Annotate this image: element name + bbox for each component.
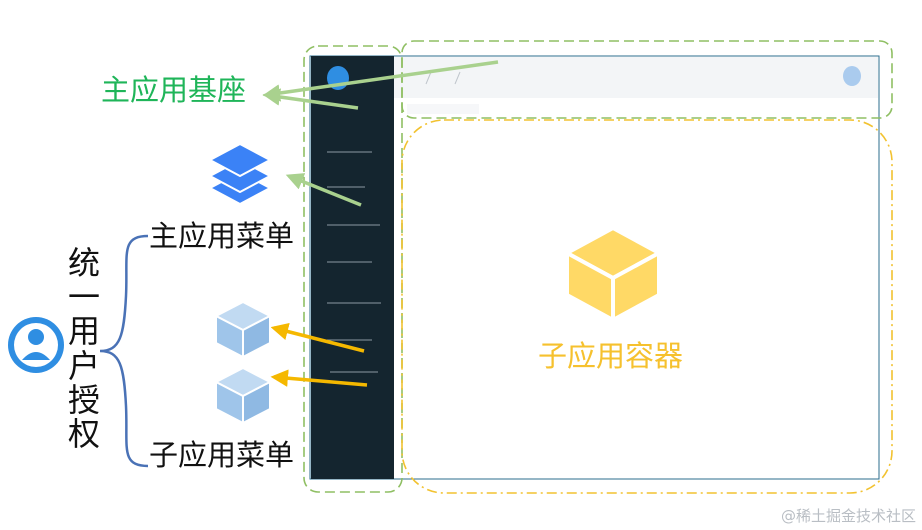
sub-app-container-label: 子应用容器: [538, 339, 684, 373]
header-avatar-dot: [843, 66, 861, 86]
arrow-to-sub-menu-upper: [270, 322, 365, 353]
user-avatar-icon: [8, 317, 64, 373]
grouping-brace: [99, 234, 149, 468]
header-tab-placeholder: [407, 104, 479, 114]
header-slash-2: [454, 71, 461, 85]
main-base-header-outline: [401, 40, 893, 119]
arrow-to-sub-menu-lower: [270, 369, 368, 387]
arrow-to-main-base-lower: [262, 88, 359, 110]
main-app-base-label: 主应用基座: [101, 73, 247, 107]
cube-icon: [215, 301, 271, 358]
layers-stack-icon: [209, 143, 271, 205]
sub-app-menu-label: 子应用菜单: [149, 438, 295, 472]
app-sidebar: [311, 56, 394, 479]
cube-icon: [565, 226, 661, 322]
main-app-menu-label: 主应用菜单: [149, 219, 295, 253]
watermark-text: @稀土掘金技术社区: [780, 507, 916, 525]
header-slash-1: [425, 71, 432, 85]
cube-icon: [215, 367, 271, 424]
app-header-bar: [394, 57, 878, 98]
sidebar-menu-lines: [327, 151, 381, 373]
sub-app-container-outline: [401, 119, 893, 494]
arrow-to-main-base-upper: [262, 60, 499, 102]
unified-user-auth-label: 统一用户授权: [67, 244, 100, 454]
arrow-to-main-menu: [285, 173, 362, 207]
